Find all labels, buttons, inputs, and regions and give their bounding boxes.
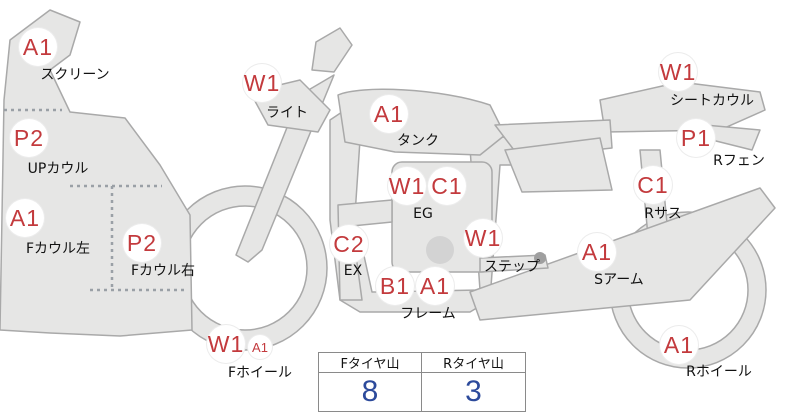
- rating-badge: A1: [6, 199, 44, 237]
- rating-badge: A1: [370, 95, 408, 133]
- rating-badge: W1: [464, 219, 502, 257]
- f-cowl-left-label: Fカウル左: [25, 241, 91, 257]
- rating-badge: C2: [330, 225, 368, 263]
- front-tread-value: 8: [319, 373, 422, 411]
- tank-label: タンク: [397, 133, 439, 149]
- rating-badge: P2: [10, 119, 48, 157]
- rating-badge: W1: [207, 325, 245, 363]
- seat-cowl-label: シートカウル: [670, 93, 754, 109]
- rating-badge: W1: [243, 64, 281, 102]
- rating-badge: A1: [578, 233, 616, 271]
- rating-badge: A1: [660, 326, 698, 364]
- rating-badge: A1: [19, 28, 57, 66]
- r-wheel-label: Rホイール: [686, 364, 752, 380]
- rating-badge: A1: [416, 267, 454, 305]
- rating-badge: B1: [376, 267, 414, 305]
- rating-badge: A1: [248, 335, 272, 359]
- front-tread-header: Fタイヤ山: [319, 353, 422, 373]
- step-shape: [479, 254, 549, 273]
- rating-badge: W1: [388, 167, 426, 205]
- rating-badge: W1: [659, 53, 697, 91]
- screen-label: スクリーン: [40, 67, 110, 83]
- tire-tread-table: Fタイヤ山 Rタイヤ山 8 3: [318, 352, 526, 412]
- exhaust-label: EX: [343, 263, 363, 279]
- rear-tread-value: 3: [465, 375, 482, 408]
- rating-badge: P1: [677, 119, 715, 157]
- light-label: ライト: [266, 105, 308, 121]
- swing-arm-shape: [469, 187, 776, 321]
- f-cowl-right-label: Fカウル右: [130, 263, 196, 279]
- r-suspension-label: Rサス: [644, 206, 682, 222]
- step-label: ステップ: [484, 259, 540, 275]
- rating-badge: P2: [123, 224, 161, 262]
- rating-badge: C1: [428, 167, 466, 205]
- rating-badge: C1: [634, 166, 672, 204]
- swing-arm-label: Sアーム: [594, 272, 644, 288]
- frame-label: フレーム: [400, 306, 456, 322]
- rear-tread-header: Rタイヤ山: [422, 353, 525, 373]
- engine-label: EG: [413, 206, 433, 222]
- f-wheel-label: Fホイール: [227, 365, 293, 381]
- upper-cowl-label: UPカウル: [27, 161, 89, 177]
- r-fender-label: Rフェン: [713, 153, 765, 169]
